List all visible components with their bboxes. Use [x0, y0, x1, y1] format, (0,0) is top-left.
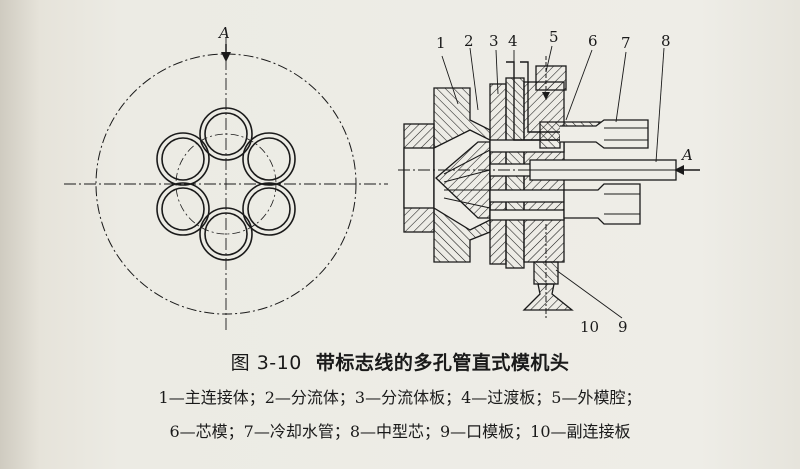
part-label-8: 8	[661, 32, 671, 50]
figure-number: 图 3-10	[230, 352, 302, 374]
tube-hole	[199, 207, 253, 261]
legend-line-1: 1—主连接体；2—分流体；3—分流体板；4—过渡板；5—外模腔；	[158, 388, 642, 407]
part-label-6: 6	[588, 32, 598, 50]
section-mark-left: A	[217, 24, 230, 42]
section-view	[398, 56, 700, 320]
part-label-7: 7	[621, 34, 631, 52]
tube-hole	[199, 107, 253, 161]
figure-title: 带标志线的多孔管直式模机头	[315, 352, 570, 374]
cooling-water-pipe	[560, 119, 649, 149]
tube-hole	[161, 137, 205, 181]
part-label-3: 3	[489, 32, 499, 50]
part-label-9: 9	[618, 318, 628, 336]
part-label-4: 4	[508, 32, 518, 50]
figure-drawing: A	[64, 24, 700, 336]
tube-hole	[242, 182, 296, 236]
tube-hole	[161, 187, 205, 231]
leader-lines	[441, 45, 665, 319]
sub-connector-plate	[522, 283, 574, 311]
end-view	[64, 38, 388, 330]
tube-holes	[156, 107, 296, 261]
tube-hole	[242, 132, 296, 186]
part-label-1: 1	[436, 34, 446, 52]
figure-caption: 图 3-10 带标志线的多孔管直式模机头	[0, 348, 800, 375]
tube-hole	[204, 112, 248, 156]
part-label-2: 2	[464, 32, 474, 50]
tube-hole	[247, 137, 291, 181]
part-labels: 1 2 3 4 5 6 7 8 9 10	[436, 28, 671, 336]
tube-hole	[156, 132, 210, 186]
tube-hole	[247, 187, 291, 231]
section-mark-right: A	[680, 146, 693, 164]
part-label-10: 10	[580, 318, 599, 336]
tube-hole	[156, 182, 210, 236]
tube-hole	[204, 212, 248, 256]
legend-line-2: 6—芯模；7—冷却水管；8—中型芯；9—口模板；10—副连接板	[169, 422, 631, 441]
part-label-5: 5	[549, 28, 559, 46]
